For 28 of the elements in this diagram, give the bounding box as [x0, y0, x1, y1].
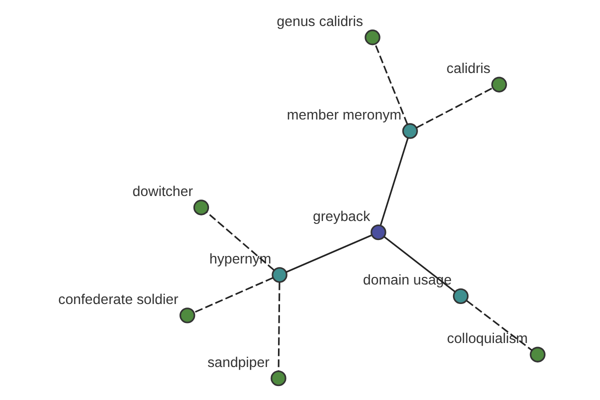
node-label: colloquialism — [446, 330, 528, 346]
node-label: greyback — [312, 208, 370, 224]
connector — [206, 212, 274, 271]
node-circle — [452, 288, 468, 304]
node-label: hypernym — [208, 250, 271, 266]
node-label: calidris — [446, 60, 490, 76]
node-label: sandpiper — [206, 354, 269, 370]
node-label: genus calidris — [276, 12, 363, 29]
node-circle — [529, 346, 545, 362]
connector — [383, 236, 455, 292]
connector — [416, 87, 493, 128]
node-label: dowitcher — [132, 183, 192, 200]
node-circle — [490, 76, 506, 92]
node-circle — [179, 308, 195, 324]
connector — [193, 277, 273, 314]
node-label: member meronym — [286, 106, 401, 123]
node-label: confederate soldier — [58, 290, 178, 307]
node-circle — [364, 30, 380, 46]
connector — [374, 44, 408, 125]
connector — [285, 234, 372, 273]
connector — [277, 282, 280, 371]
connector — [466, 300, 532, 351]
node-circle — [271, 267, 287, 283]
node-circle — [402, 123, 418, 139]
node-circle — [270, 370, 286, 386]
node-circle — [192, 200, 209, 216]
node-circle — [370, 224, 386, 240]
connector — [379, 138, 408, 226]
